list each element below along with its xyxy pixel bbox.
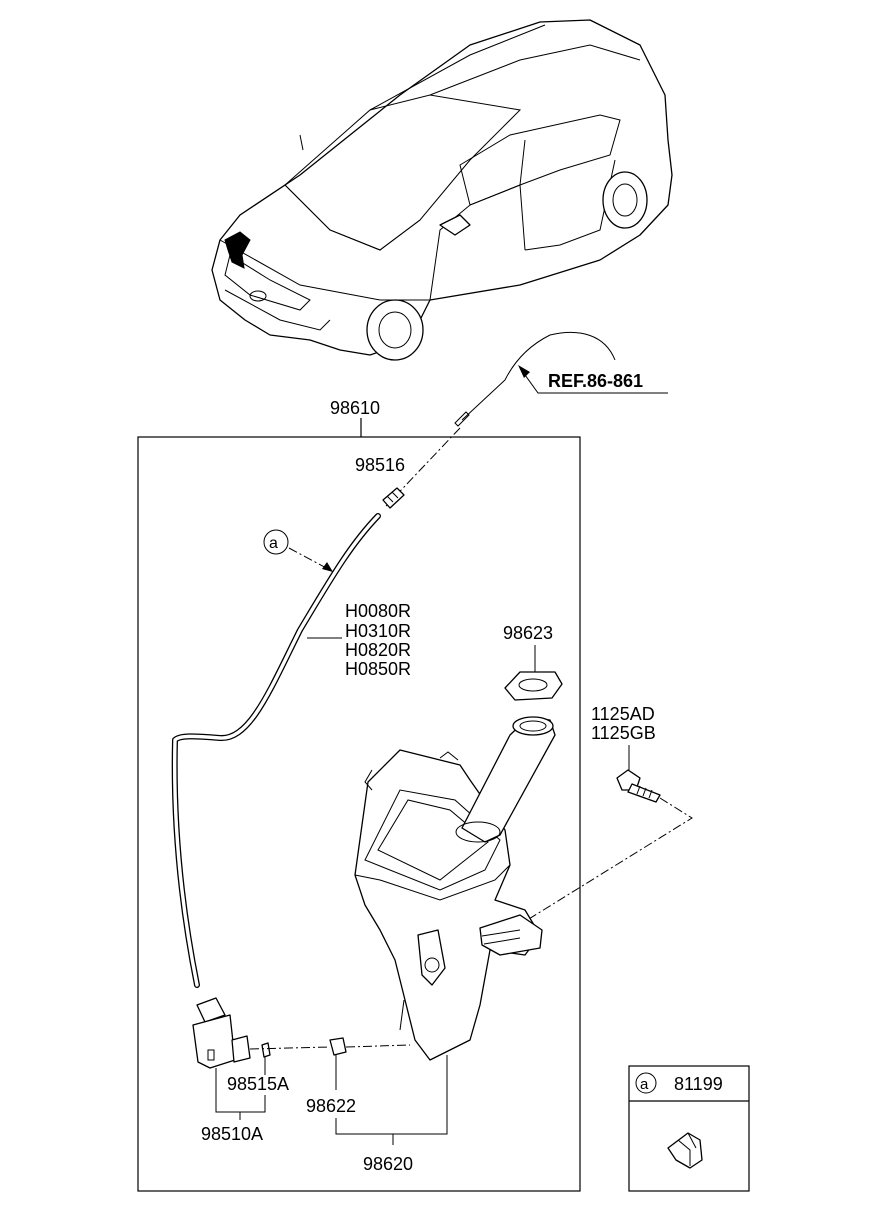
- callout-a-leader: [288, 547, 331, 571]
- callout-box: a 81199: [628, 1065, 750, 1192]
- nozzle-connector: [382, 487, 405, 509]
- reservoir-clip: [329, 1037, 347, 1056]
- bolt-code-1: 1125AD: [591, 704, 655, 724]
- reference-leader: [519, 367, 668, 394]
- callout-a-marker: [263, 529, 289, 555]
- nozzle-label: 98516: [355, 455, 405, 475]
- cap-label: 98623: [503, 623, 553, 643]
- assembly-frame: [137, 436, 581, 1192]
- reference-arrow-icon: [518, 365, 530, 378]
- callout-box-marker: a: [640, 1076, 649, 1093]
- pump-label: 98510A: [201, 1124, 263, 1144]
- bolt-centerline: [523, 797, 693, 923]
- car-illustration: [211, 19, 673, 361]
- hose-code-3: H0820R: [345, 640, 411, 660]
- reference-label: REF.86-861: [548, 371, 643, 391]
- mounting-bolt: [616, 769, 661, 803]
- reservoir-bracket-leader: [335, 1055, 448, 1135]
- grommet-label: 98515A: [227, 1074, 289, 1094]
- bolt-code-2: 1125GB: [591, 723, 656, 743]
- hose-code-2: H0310R: [345, 621, 411, 641]
- clip-label: 98622: [306, 1096, 356, 1116]
- reference-hose: [461, 332, 616, 421]
- hose-code-4: H0850R: [345, 659, 411, 679]
- hose-code-1: H0080R: [345, 601, 411, 621]
- washer-hose: [171, 513, 381, 988]
- washer-reservoir: [354, 716, 556, 1061]
- callout-a-letter: a: [269, 535, 278, 552]
- reservoir-label: 98620: [363, 1154, 413, 1174]
- callout-box-part: 81199: [674, 1074, 723, 1094]
- pump-centerline: [249, 1046, 331, 1050]
- reservoir-cap: [504, 671, 563, 701]
- assembly-label: 98610: [330, 398, 380, 418]
- washer-pump: [192, 997, 251, 1069]
- pump-grommet: [261, 1042, 271, 1058]
